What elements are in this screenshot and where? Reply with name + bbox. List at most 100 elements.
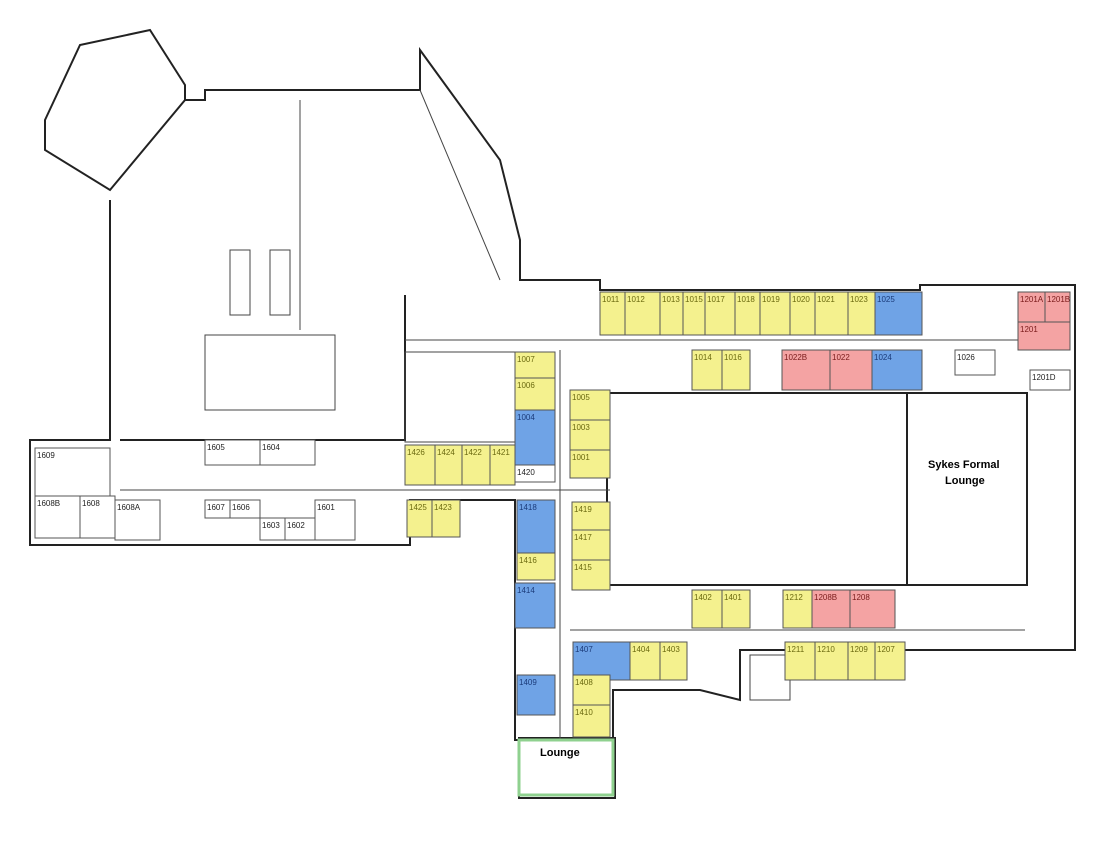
lounge-room[interactable] <box>517 738 615 797</box>
room-shape <box>461 444 491 486</box>
room-label: 1007 <box>517 355 535 364</box>
room-1005[interactable]: 1005 <box>569 389 611 421</box>
room-1415[interactable]: 1415 <box>571 559 611 591</box>
room-1020[interactable]: 1020 <box>789 291 816 336</box>
room-1017[interactable]: 1017 <box>704 291 736 336</box>
room-shape <box>1029 369 1071 391</box>
room-1209[interactable]: 1209 <box>847 641 876 681</box>
room-label: 1024 <box>874 353 892 362</box>
room-1420[interactable]: 1420 <box>514 464 556 483</box>
room-1023[interactable]: 1023 <box>847 291 876 336</box>
room-shape <box>34 495 81 539</box>
room-label: 1604 <box>262 443 280 452</box>
room-1007[interactable]: 1007 <box>514 351 556 379</box>
room-1011[interactable]: 1011 <box>599 291 626 336</box>
room-1025[interactable]: 1025 <box>874 291 923 336</box>
room-1208b[interactable]: 1208B <box>811 589 851 629</box>
room-label: 1606 <box>232 503 250 512</box>
room-shape <box>599 291 626 336</box>
room-1021[interactable]: 1021 <box>814 291 849 336</box>
room-1201b[interactable]: 1201B <box>1044 291 1071 323</box>
room-1024[interactable]: 1024 <box>871 349 923 391</box>
room-1018[interactable]: 1018 <box>734 291 761 336</box>
room-1424[interactable]: 1424 <box>434 444 463 486</box>
room-1607[interactable]: 1607 <box>204 499 231 519</box>
room-shape <box>847 291 876 336</box>
room-1421[interactable]: 1421 <box>489 444 516 486</box>
room-label: 1014 <box>694 353 712 362</box>
room-1601[interactable]: 1601 <box>314 499 356 541</box>
room-1426[interactable]: 1426 <box>404 444 436 486</box>
room-1425[interactable]: 1425 <box>406 499 433 538</box>
room-1212[interactable]: 1212 <box>782 589 813 629</box>
room-1201[interactable]: 1201 <box>1017 321 1071 351</box>
room-1015[interactable]: 1015 <box>682 291 706 336</box>
room-1201a[interactable]: 1201A <box>1017 291 1046 323</box>
room-shape <box>571 559 611 591</box>
room-shape <box>814 641 849 681</box>
room-1208[interactable]: 1208 <box>849 589 896 629</box>
room-1006[interactable]: 1006 <box>514 377 556 411</box>
room-shape <box>34 447 111 497</box>
room-1604[interactable]: 1604 <box>259 439 316 466</box>
room-1606[interactable]: 1606 <box>229 499 261 519</box>
room-1605[interactable]: 1605 <box>204 439 261 466</box>
room-1210[interactable]: 1210 <box>814 641 849 681</box>
room-label: 1423 <box>434 503 452 512</box>
room-label: 1426 <box>407 448 425 457</box>
room-label: 1407 <box>575 645 593 654</box>
room-1003[interactable]: 1003 <box>569 419 611 451</box>
room-1012[interactable]: 1012 <box>624 291 661 336</box>
room-label: 1402 <box>694 593 712 602</box>
room-label: 1425 <box>409 503 427 512</box>
room-1609[interactable]: 1609 <box>34 447 111 497</box>
room-1414[interactable]: 1414 <box>514 582 556 629</box>
room-1404[interactable]: 1404 <box>629 641 661 681</box>
room-label: 1401 <box>724 593 742 602</box>
room-1419[interactable]: 1419 <box>571 501 611 531</box>
room-label: 1201D <box>1032 373 1056 382</box>
room-1603[interactable]: 1603 <box>259 517 286 541</box>
room-1608a[interactable]: 1608A <box>114 499 161 541</box>
room-shape <box>871 349 923 391</box>
room-1211[interactable]: 1211 <box>784 641 816 681</box>
room-label: 1209 <box>850 645 868 654</box>
room-label: 1201B <box>1047 295 1070 304</box>
room-1013[interactable]: 1013 <box>659 291 684 336</box>
room-label: 1018 <box>737 295 755 304</box>
room-label: 1608A <box>117 503 141 512</box>
room-shape <box>954 349 996 376</box>
room-1608[interactable]: 1608 <box>79 495 116 539</box>
room-1608b[interactable]: 1608B <box>34 495 81 539</box>
room-1422[interactable]: 1422 <box>461 444 491 486</box>
room-1001[interactable]: 1001 <box>569 449 611 479</box>
room-1026[interactable]: 1026 <box>954 349 996 376</box>
room-1416[interactable]: 1416 <box>516 552 556 581</box>
room-1022b[interactable]: 1022B <box>781 349 831 391</box>
room-label: 1609 <box>37 451 55 460</box>
room-1022[interactable]: 1022 <box>829 349 873 391</box>
room-label: 1424 <box>437 448 455 457</box>
room-shape <box>572 641 631 681</box>
room-1014[interactable]: 1014 <box>691 349 723 391</box>
room-1423[interactable]: 1423 <box>431 499 461 538</box>
room-1019[interactable]: 1019 <box>759 291 791 336</box>
room-label: 1012 <box>627 295 645 304</box>
room-1016[interactable]: 1016 <box>721 349 751 391</box>
room-1407[interactable]: 1407 <box>572 641 631 681</box>
room-label: 1403 <box>662 645 680 654</box>
room-1418[interactable]: 1418 <box>516 499 556 554</box>
room-1410[interactable]: 1410 <box>572 704 611 738</box>
room-1402[interactable]: 1402 <box>691 589 723 629</box>
room-label: 1408 <box>575 678 593 687</box>
room-1409[interactable]: 1409 <box>516 674 556 716</box>
room-1417[interactable]: 1417 <box>571 529 611 561</box>
room-label: 1020 <box>792 295 810 304</box>
room-1408[interactable]: 1408 <box>572 674 611 706</box>
room-1004[interactable]: 1004 <box>514 409 556 466</box>
room-1207[interactable]: 1207 <box>874 641 906 681</box>
room-1401[interactable]: 1401 <box>721 589 751 629</box>
room-1201d[interactable]: 1201D <box>1029 369 1071 391</box>
room-1403[interactable]: 1403 <box>659 641 688 681</box>
room-label: 1006 <box>517 381 535 390</box>
